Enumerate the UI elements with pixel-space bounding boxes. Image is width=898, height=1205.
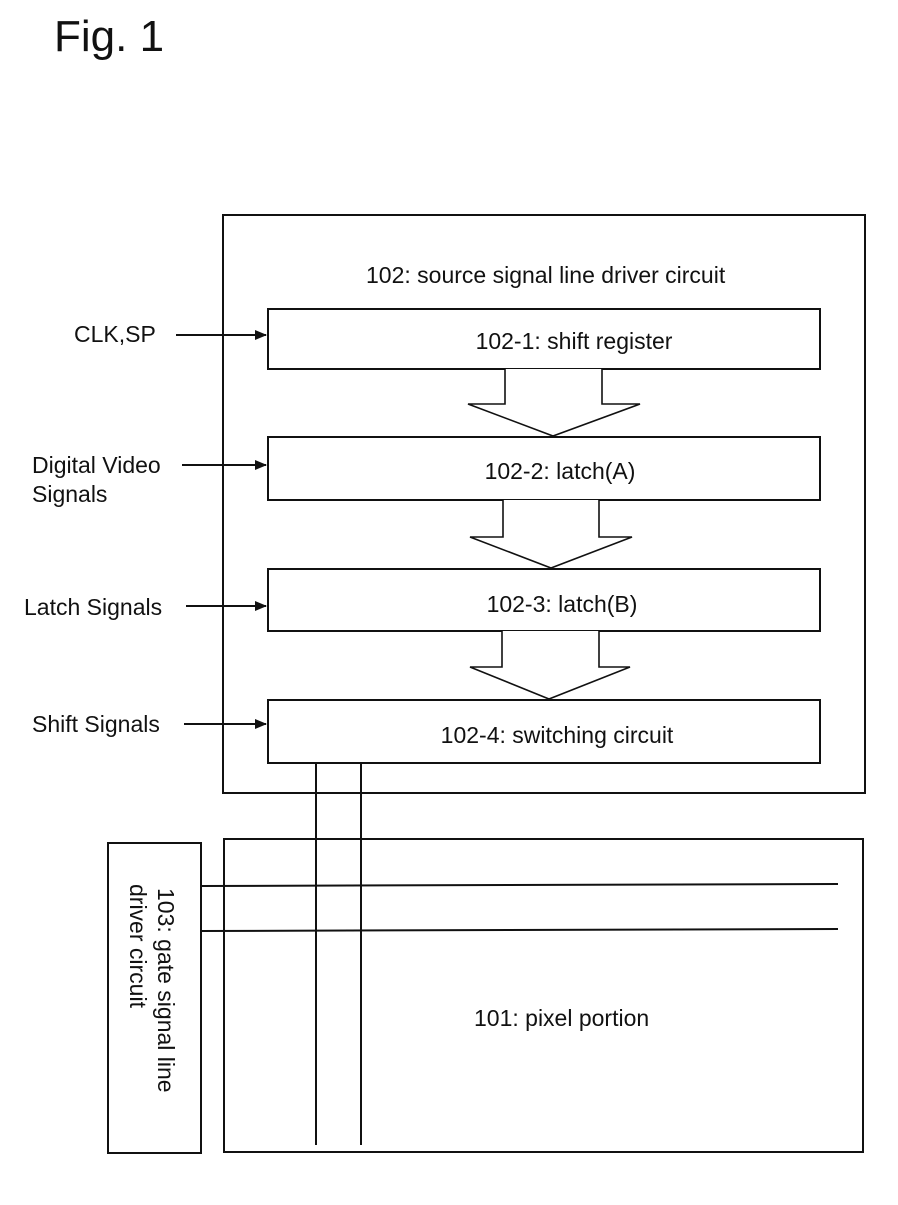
shift-signals-label: Shift Signals [32, 711, 160, 737]
latch-signals-label: Latch Signals [24, 594, 162, 620]
gate-driver-label-line2: driver circuit [125, 884, 151, 1009]
latch-b-label: 102-3: latch(B) [487, 591, 638, 617]
digital-video-label-line2: Signals [32, 481, 107, 507]
clk-sp-label: CLK,SP [74, 321, 156, 347]
gate-driver-label-line1: 103: gate signal line [153, 888, 179, 1093]
digital-video-label-line1: Digital Video [32, 452, 161, 478]
latch-a-label: 102-2: latch(A) [485, 458, 636, 484]
source-driver-label: 102: source signal line driver circuit [366, 262, 726, 288]
shift-register-label: 102-1: shift register [476, 328, 673, 354]
switching-circuit-label: 102-4: switching circuit [441, 722, 674, 748]
pixel-portion-label: 101: pixel portion [474, 1005, 649, 1031]
